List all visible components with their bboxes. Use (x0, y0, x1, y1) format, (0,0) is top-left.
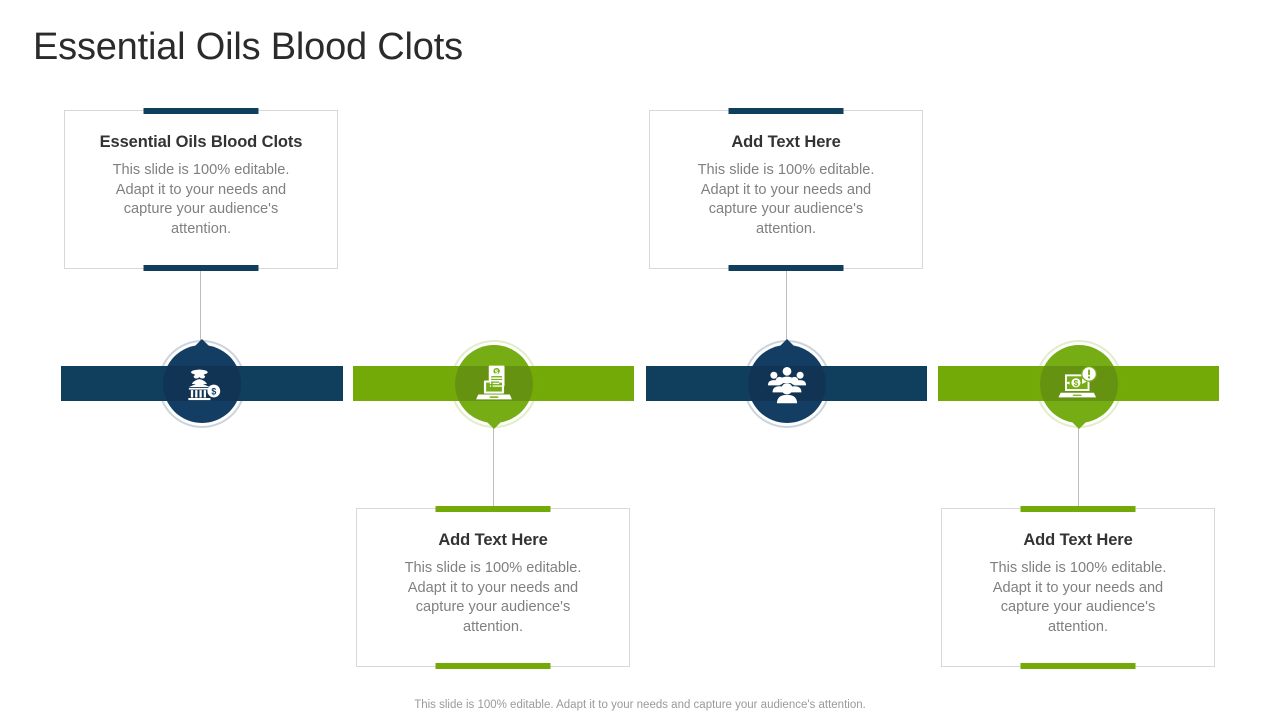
laptop-invoice-money-icon: $ (476, 365, 512, 400)
node-3[interactable] (743, 339, 831, 428)
card-2-body: This slide is 100% editable. Adapt it to… (404, 560, 582, 635)
card-2-heading: Add Text Here (438, 531, 548, 549)
card-2-accent-top (435, 506, 551, 512)
connector-line-1 (200, 268, 201, 346)
node-4[interactable]: $ (1035, 340, 1123, 429)
connector-line-2 (493, 422, 494, 507)
card-4-heading: Add Text Here (1023, 531, 1133, 549)
card-3-heading: Add Text Here (731, 133, 841, 151)
bank-robber-money-icon: $ (188, 369, 221, 401)
svg-text:$: $ (495, 369, 499, 376)
svg-text:$: $ (211, 387, 216, 397)
connector-line-4 (1078, 422, 1079, 507)
card-1-body: This slide is 100% editable. Adapt it to… (112, 162, 290, 237)
card-1-heading: Essential Oils Blood Clots (99, 133, 303, 151)
node-4-ring (1035, 340, 1123, 428)
card-2[interactable]: Add Text Here This slide is 100% editabl… (356, 506, 630, 669)
card-4-body: This slide is 100% editable. Adapt it to… (989, 560, 1167, 635)
page-title: Essential Oils Blood Clots (33, 26, 463, 68)
svg-text:$: $ (1074, 378, 1079, 388)
laptop-money-alert-icon: $ (1058, 366, 1097, 398)
card-3[interactable]: Add Text Here This slide is 100% editabl… (649, 108, 923, 271)
card-3-body: This slide is 100% editable. Adapt it to… (697, 162, 875, 237)
node-2[interactable]: $ (450, 340, 538, 429)
card-1[interactable]: Essential Oils Blood Clots This slide is… (64, 108, 338, 271)
node-2-ring (450, 340, 538, 428)
card-1-accent-bottom (143, 265, 259, 271)
node-3-ring (743, 340, 831, 428)
node-1[interactable]: $ (158, 339, 246, 428)
team-people-group-icon (767, 366, 807, 404)
node-1-ring (158, 340, 246, 428)
card-3-accent-top (728, 108, 844, 114)
connector-line-3 (786, 268, 787, 346)
card-2-accent-bottom (435, 663, 551, 669)
card-1-accent-top (143, 108, 259, 114)
card-4-accent-bottom (1020, 663, 1136, 669)
footer-note: This slide is 100% editable. Adapt it to… (414, 699, 866, 711)
card-4-accent-top (1020, 506, 1136, 512)
card-3-accent-bottom (728, 265, 844, 271)
card-4[interactable]: Add Text Here This slide is 100% editabl… (941, 506, 1215, 669)
